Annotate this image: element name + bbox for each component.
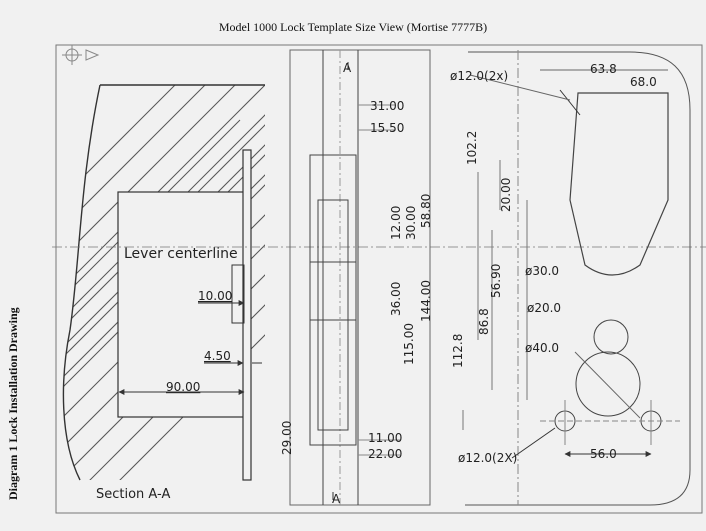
dim-22: 22.00 xyxy=(368,447,402,461)
dim-112-8: 112.8 xyxy=(451,334,465,368)
dim-58-8: 58.80 xyxy=(419,194,433,228)
dim-11: 11.00 xyxy=(368,431,402,445)
dim-40-dia: ø40.0 xyxy=(525,341,559,355)
dim-12: 12.00 xyxy=(389,206,403,240)
dim-86-8: 86.8 xyxy=(477,308,491,335)
lever-centerline-label: Lever centerline xyxy=(124,246,238,262)
dim-115: 115.00 xyxy=(402,323,416,365)
top-hole-callout: ø12.0(2x) xyxy=(450,69,508,83)
edge-view xyxy=(289,49,431,506)
dim-56: 56.0 xyxy=(590,447,617,461)
drawing-title: Model 1000 Lock Template Size View (Mort… xyxy=(218,20,488,34)
spindle-hole xyxy=(593,319,629,355)
dim-15-5: 15.50 xyxy=(370,121,404,135)
dim-63-8: 63.8 xyxy=(590,62,617,76)
dim-30: 30.00 xyxy=(404,206,418,240)
cylinder-cutout xyxy=(569,92,669,276)
section-label: Section A-A xyxy=(96,487,170,502)
faceplate-profile xyxy=(242,149,252,481)
dim-30-dia: ø30.0 xyxy=(525,264,559,278)
mortise-pocket xyxy=(117,191,249,418)
dim-29: 29.00 xyxy=(280,421,294,455)
front-view xyxy=(462,50,691,506)
section-marker-bottom: A xyxy=(332,492,341,506)
dim-31: 31.00 xyxy=(370,99,404,113)
bottom-hole-callout: ø12.0(2X) xyxy=(458,451,517,465)
dim-20-dia: ø20.0 xyxy=(527,301,561,315)
dim-144: 144.00 xyxy=(419,280,433,322)
dim-102-2: 102.2 xyxy=(465,131,479,165)
dim-68: 68.0 xyxy=(630,75,657,89)
section-view: Lever centerline 10.00 4.50 90.00 Sectio… xyxy=(52,84,706,502)
section-marker-top: A xyxy=(343,61,352,75)
dim-36: 36.00 xyxy=(389,282,403,316)
dim-10: 10.00 xyxy=(198,289,232,303)
dim-4-5: 4.50 xyxy=(204,349,231,363)
dim-56-9: 56.90 xyxy=(489,264,503,298)
dim-20: 20.00 xyxy=(499,178,513,212)
sheet-frame xyxy=(55,44,703,514)
view-logo-icon xyxy=(62,45,100,65)
lever-hole xyxy=(575,351,641,417)
